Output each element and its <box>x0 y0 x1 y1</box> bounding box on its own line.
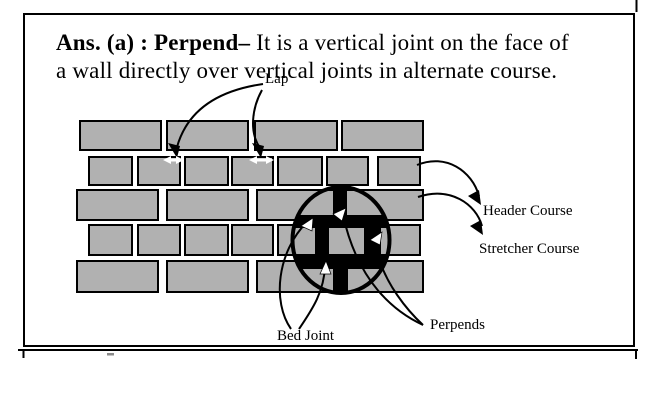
bed-joint-label: Bed Joint <box>277 328 335 344</box>
stretcher-course-label: Stretcher Course <box>479 241 580 257</box>
brick-header <box>137 156 181 186</box>
brick-header <box>184 224 229 256</box>
brick-header <box>277 156 323 186</box>
answer-term: Ans. (a) : Perpend– <box>56 30 257 55</box>
perpend-right-arrowhead <box>369 231 383 246</box>
lap-double-arrow-left <box>163 156 171 164</box>
brick-header <box>377 156 421 186</box>
lap-double-arrow-left2 <box>176 156 184 164</box>
lap-label: Lap <box>265 71 289 87</box>
perpends-leader-2 <box>375 247 424 326</box>
brick-stretcher <box>254 120 338 151</box>
bed-joint-leader-1 <box>278 221 308 330</box>
lap-leader-right <box>252 89 263 149</box>
stretcher-course-arrowhead <box>470 220 483 235</box>
lap-arrowhead-right <box>252 143 264 158</box>
brick-header <box>137 224 181 256</box>
bed-joint-bottom-arrowhead <box>319 260 332 275</box>
brick-header <box>88 156 133 186</box>
brick-stretcher <box>341 120 424 151</box>
brick-stretcher <box>76 260 159 293</box>
brick-header <box>88 224 133 256</box>
lap-double-arrow-right <box>249 156 257 164</box>
brick-header <box>184 156 229 186</box>
brick-stretcher <box>166 260 249 293</box>
perpends-label: Perpends <box>430 317 485 333</box>
stretcher-course-leader <box>417 192 483 227</box>
brick-header <box>377 224 421 256</box>
header-course-label: Header Course <box>483 203 573 219</box>
brick-stretcher <box>166 189 249 221</box>
bed-joint-bottom <box>292 256 390 269</box>
lap-arrowhead-left <box>168 143 180 158</box>
perpend-mid-left <box>315 226 329 257</box>
header-course-leader <box>416 160 480 197</box>
answer-paragraph: Ans. (a) : Perpend– It is a vertical joi… <box>56 29 656 85</box>
lap-leader-left <box>176 83 264 148</box>
brick-header <box>326 156 369 186</box>
perpend-bottom <box>333 267 348 293</box>
perpends-leader-1 <box>342 214 424 326</box>
header-course-arrowhead <box>468 190 481 205</box>
bed-joint-top <box>292 215 390 228</box>
lap-distance-arrows <box>163 156 274 164</box>
answer-definition-line2: a wall directly over vertical joints in … <box>56 58 558 83</box>
answer-definition-line1: It is a vertical joint on the face of <box>256 30 569 55</box>
brick-stretcher <box>166 120 249 151</box>
page-rules <box>18 0 638 359</box>
perpend-top-arrowhead <box>332 207 347 222</box>
black-arrowheads <box>168 143 483 235</box>
leader-lines <box>176 83 483 330</box>
lap-double-arrow-right2 <box>266 156 274 164</box>
bed-joint-left-arrowhead <box>300 217 314 232</box>
scan-speck <box>107 353 114 356</box>
brick-header <box>231 224 274 256</box>
brick-stretcher <box>79 120 162 151</box>
white-arrowheads <box>300 207 383 275</box>
brick-stretcher <box>76 189 159 221</box>
